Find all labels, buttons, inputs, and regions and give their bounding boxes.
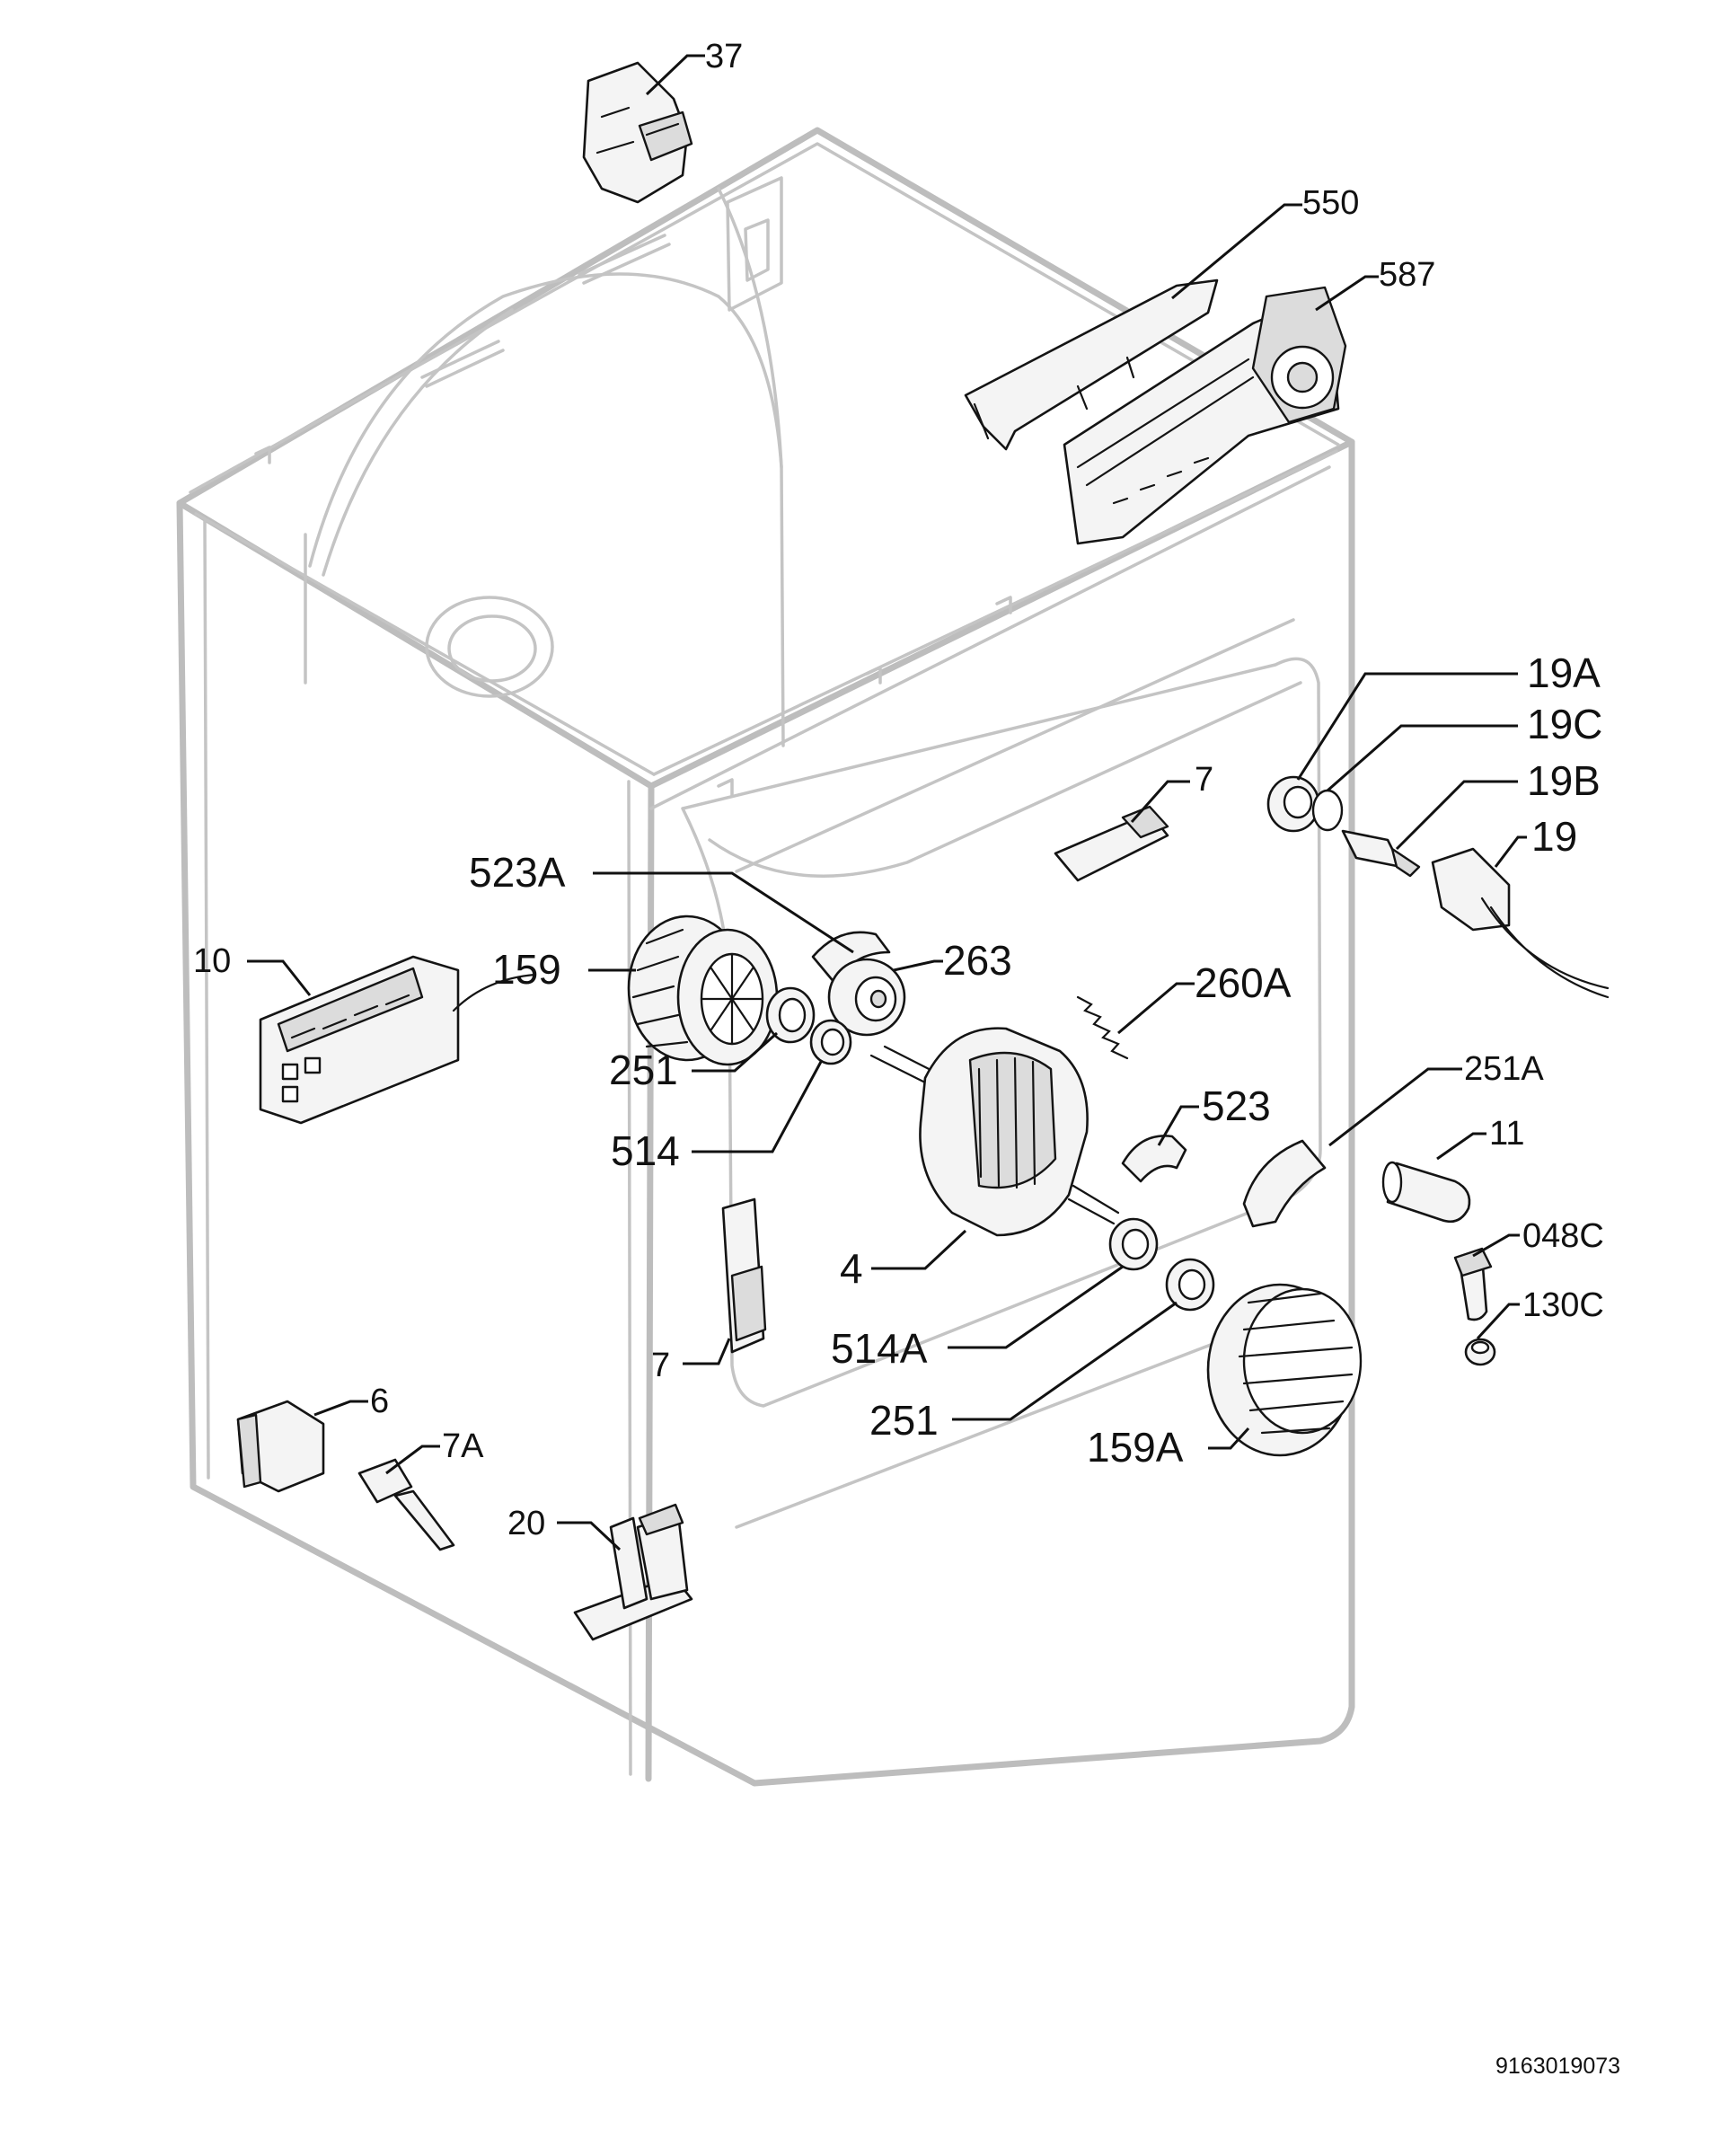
part-159-drum-pulley — [627, 915, 779, 1066]
label-159A: 159A — [1087, 1424, 1184, 1471]
part-19A-knob — [1266, 775, 1320, 833]
label-251A: 251A — [1464, 1050, 1544, 1088]
part-159A-fan-wheel — [1206, 1283, 1363, 1457]
label-251-top: 251 — [609, 1047, 678, 1093]
part-10-heater — [259, 955, 536, 1125]
label-37: 37 — [705, 38, 743, 75]
label-7-bottom: 7 — [651, 1347, 670, 1384]
label-11: 11 — [1489, 1115, 1524, 1153]
label-514: 514 — [611, 1127, 680, 1174]
label-19B: 19B — [1527, 757, 1601, 804]
callout-labels: 37 550 587 19A 19C 19B 19 7 523A 263 10 … — [193, 38, 1620, 2079]
part-19B-shaft — [1341, 829, 1421, 878]
part-048C-sensor — [1453, 1247, 1493, 1321]
dryer-cabinet — [176, 127, 1355, 1787]
part-20-door-latch — [573, 1503, 693, 1641]
part-4-motor — [869, 1027, 1120, 1237]
part-523-bearing-bracket — [1121, 1135, 1187, 1183]
label-6: 6 — [370, 1383, 389, 1420]
label-048C: 048C — [1522, 1217, 1604, 1255]
part-7-bottom-switch — [721, 1197, 767, 1354]
label-19: 19 — [1531, 813, 1577, 860]
label-130C: 130C — [1522, 1286, 1604, 1324]
part-550-cover-rail — [964, 278, 1219, 451]
label-523: 523 — [1202, 1082, 1271, 1129]
part-7A-microswitch — [357, 1458, 455, 1551]
document-number: 9163019073 — [1495, 2054, 1620, 2079]
label-260A: 260A — [1195, 959, 1292, 1006]
label-20: 20 — [507, 1505, 545, 1542]
part-11-capacitor — [1381, 1161, 1471, 1224]
label-587: 587 — [1379, 256, 1435, 294]
part-19-switch — [1431, 847, 1610, 999]
label-159: 159 — [492, 946, 561, 993]
part-7-top-switch — [1054, 805, 1169, 882]
label-10: 10 — [193, 942, 231, 980]
part-130C-cap — [1464, 1338, 1496, 1366]
part-514-seal — [809, 1019, 852, 1065]
part-6-filter — [236, 1400, 325, 1493]
part-587-control-module — [1063, 286, 1347, 545]
part-251-bearing-top — [765, 986, 816, 1044]
part-514A-seal — [1108, 1217, 1159, 1271]
part-19C-ring — [1311, 789, 1344, 832]
leader-lines — [247, 54, 1527, 1551]
label-4: 4 — [840, 1245, 863, 1292]
label-7A: 7A — [442, 1427, 484, 1465]
label-263: 263 — [943, 937, 1012, 984]
part-37-door-lock — [582, 61, 693, 204]
label-523A: 523A — [469, 849, 566, 896]
part-263-pulley — [827, 958, 906, 1037]
label-19A: 19A — [1527, 649, 1601, 696]
part-251-bearing-bottom — [1165, 1258, 1215, 1312]
label-251-bottom: 251 — [869, 1397, 939, 1444]
label-19C: 19C — [1527, 701, 1602, 747]
label-514A: 514A — [831, 1325, 928, 1372]
part-251A-fan-housing — [1242, 1139, 1327, 1228]
part-260A-spring — [1076, 995, 1129, 1060]
label-550: 550 — [1302, 184, 1359, 222]
label-7-top: 7 — [1195, 761, 1213, 799]
